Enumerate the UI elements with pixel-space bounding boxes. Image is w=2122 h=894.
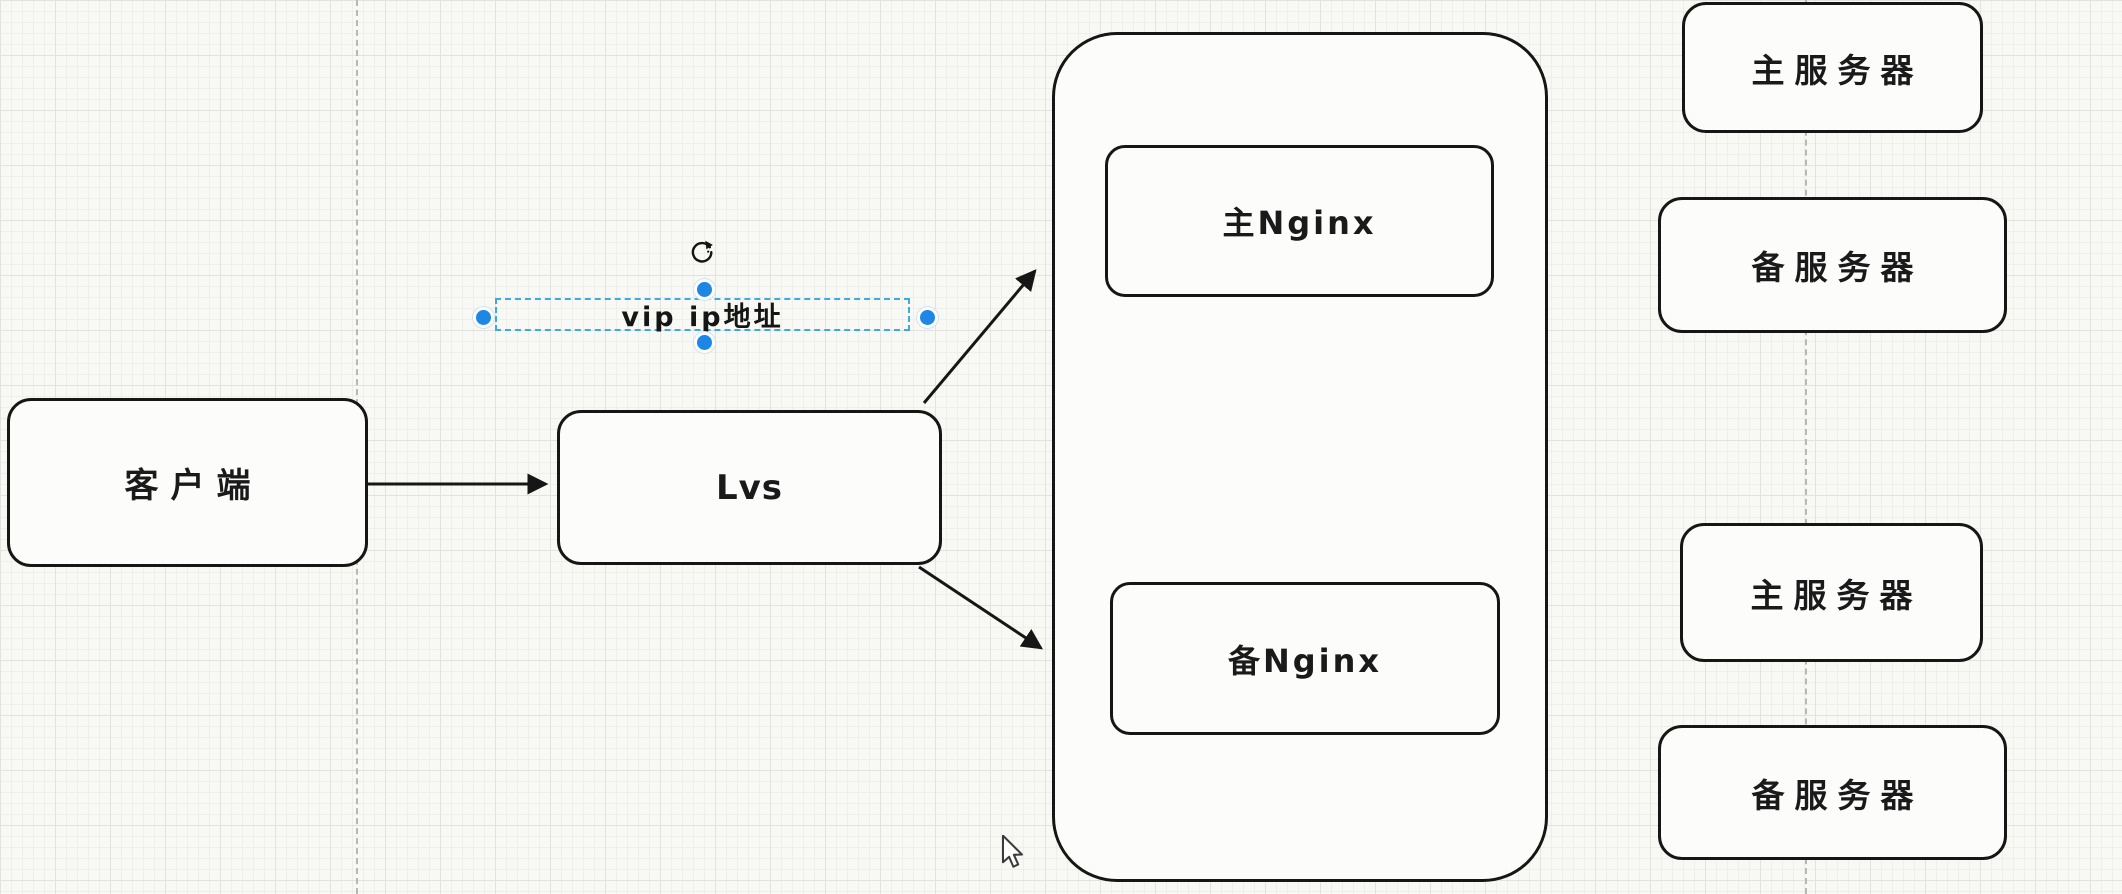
node-nginx-backup[interactable]: 备Nginx bbox=[1110, 582, 1500, 735]
vip-text: vip ip地址 bbox=[621, 302, 784, 333]
edge-lvs-to-nginx-backup[interactable] bbox=[918, 565, 1043, 650]
node-label: 主Nginx bbox=[1222, 204, 1377, 242]
node-label: 主服务器 bbox=[1751, 50, 1924, 90]
rotate-handle[interactable] bbox=[689, 239, 715, 265]
node-nginx-primary[interactable]: 主Nginx bbox=[1105, 145, 1494, 297]
node-server-primary-bottom[interactable]: 主服务器 bbox=[1680, 523, 1983, 662]
selection-handle-bottom[interactable] bbox=[694, 332, 715, 353]
node-server-backup-top[interactable]: 备服务器 bbox=[1658, 197, 2007, 333]
rotate-icon bbox=[691, 240, 713, 263]
selection-handle-left[interactable] bbox=[473, 307, 494, 328]
page-guide-right bbox=[1805, 0, 1807, 894]
node-label: 备服务器 bbox=[1751, 775, 1924, 815]
node-label: Lvs bbox=[715, 467, 784, 508]
node-label: 备Nginx bbox=[1227, 641, 1383, 680]
mouse-cursor-icon bbox=[1001, 834, 1024, 872]
node-label: 客户端 bbox=[124, 466, 263, 506]
selection-handle-top[interactable] bbox=[694, 279, 715, 300]
node-server-backup-bottom[interactable]: 备服务器 bbox=[1658, 725, 2007, 860]
edge-lvs-to-nginx-primary[interactable] bbox=[922, 269, 1037, 404]
node-client[interactable]: 客户端 bbox=[7, 398, 368, 567]
node-label: 备服务器 bbox=[1751, 248, 1924, 287]
node-server-primary-top[interactable]: 主服务器 bbox=[1682, 2, 1983, 133]
node-label: 主服务器 bbox=[1750, 575, 1923, 615]
node-lvs[interactable]: Lvs bbox=[557, 410, 942, 565]
selection-handle-right[interactable] bbox=[917, 307, 938, 328]
selected-vip-text-element[interactable]: vip ip地址 bbox=[495, 298, 910, 333]
